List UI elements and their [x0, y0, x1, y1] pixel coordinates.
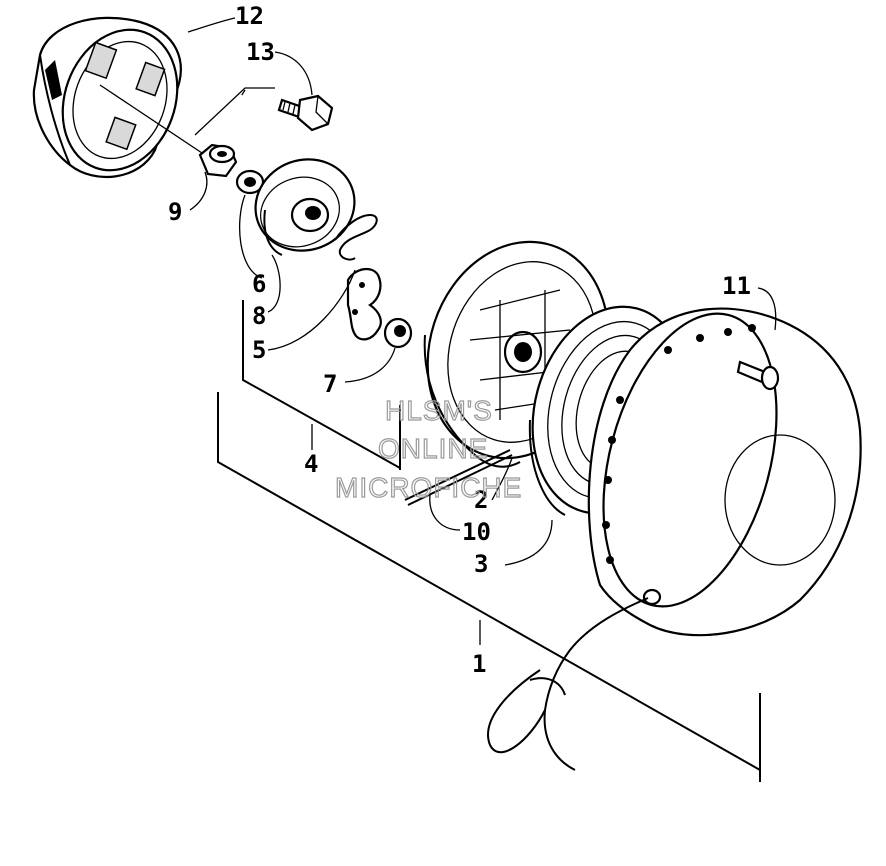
callout-labels: 12 13 9 6 8 5 7 4 2 10 3 11 1: [168, 2, 751, 678]
watermark-line-1: HLSM'S: [385, 395, 493, 426]
watermark-line-2: ONLINE: [378, 433, 488, 464]
callout-6: 6: [252, 270, 266, 298]
part-12-starter-cup: [32, 16, 182, 179]
callout-9: 9: [168, 198, 182, 226]
callout-1: 1: [472, 650, 486, 678]
callout-13: 13: [246, 38, 275, 66]
part-7-pawl: [346, 267, 413, 349]
part-6-washer: [235, 169, 265, 195]
callout-leaders: [187, 17, 777, 566]
callout-11: 11: [722, 272, 751, 300]
part-13-bolt: [277, 94, 334, 132]
callout-12: 12: [235, 2, 264, 30]
callout-4: 4: [304, 450, 318, 478]
part-10-rope-end: [404, 449, 513, 506]
assembly-bracket-lines: [217, 300, 761, 782]
watermark: HLSM'S ONLINE MICROFICHE: [334, 394, 522, 503]
callout-8: 8: [252, 302, 266, 330]
part-11-screw: [736, 360, 780, 391]
callout-7: 7: [323, 370, 337, 398]
callout-5: 5: [252, 336, 266, 364]
part-5-spring-wire: [334, 213, 378, 261]
part-9-nut: [198, 143, 238, 178]
watermark-line-3: MICROFICHE: [335, 472, 522, 503]
callout-10: 10: [462, 518, 491, 546]
starter-housing: [587, 307, 862, 637]
callout-2: 2: [474, 486, 488, 514]
callout-3: 3: [474, 550, 488, 578]
part-8-friction-plate: [254, 158, 356, 256]
pull-rope: [487, 597, 649, 771]
